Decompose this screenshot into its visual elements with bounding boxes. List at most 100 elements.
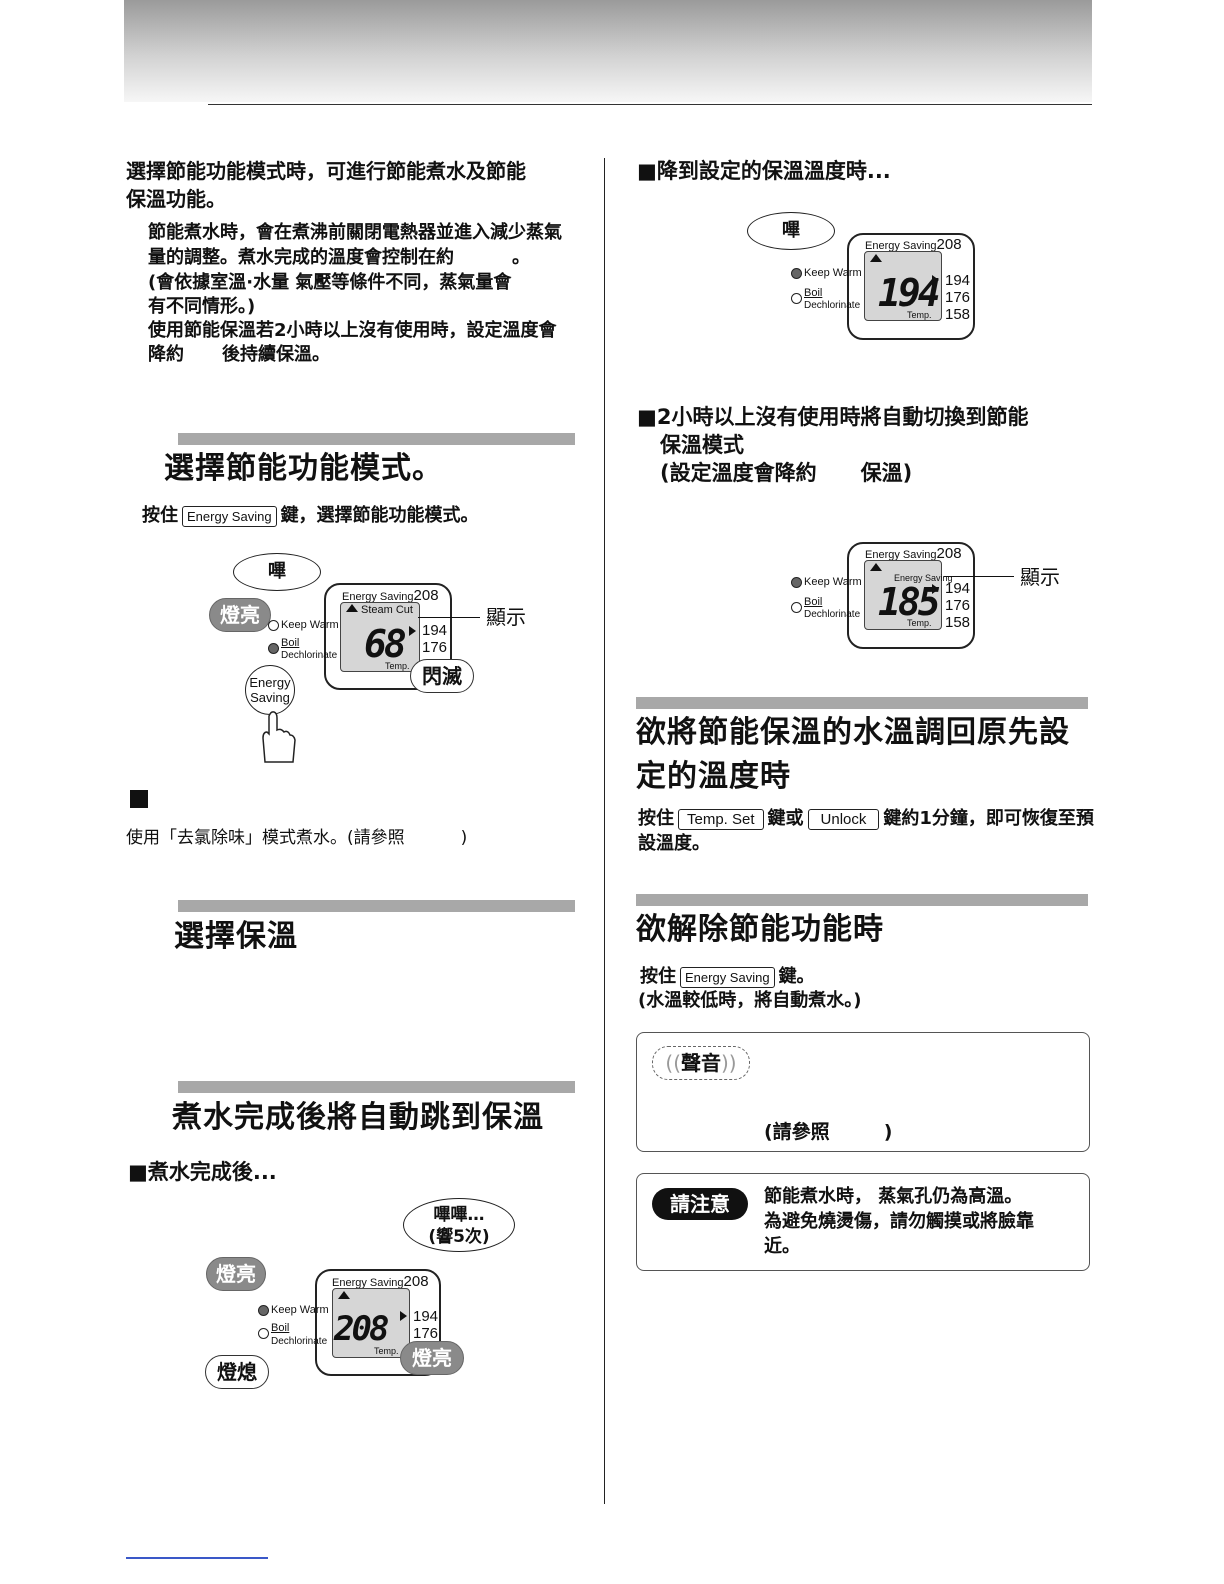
unlock-key: Unlock	[807, 808, 880, 830]
column-divider	[604, 158, 605, 1504]
temp-194: 194	[413, 1308, 439, 1325]
section-bar	[636, 894, 1088, 906]
intro-p5: 使用節能保溫若2小時以上沒有使用時，設定溫度會	[148, 320, 557, 341]
pointer-icon	[932, 275, 939, 285]
lcd-digits: 68	[364, 622, 407, 666]
section-bar	[178, 433, 575, 445]
temp-158: 158	[945, 614, 971, 631]
section-title: 選擇節能功能模式。	[164, 451, 443, 486]
boil-label: Boil	[804, 596, 823, 608]
temp-158: 158	[945, 306, 971, 323]
dechlorinate-label: Dechlorinate	[271, 1336, 328, 1347]
right-subheading-2b: 保溫模式	[660, 433, 744, 457]
temp-176: 176	[422, 639, 448, 656]
dechlorinate-label: Dechlorinate	[281, 650, 338, 661]
sound-box	[636, 1032, 1090, 1152]
pointer-icon	[409, 626, 416, 636]
beep-bubble: 嗶嗶…(響5次)	[403, 1198, 515, 1252]
caution-line1: 節能煮水時， 蒸氣孔仍為高溫。	[764, 1186, 1023, 1207]
keep-warm-label: Keep Warm	[804, 267, 862, 279]
temp-label: Temp.	[374, 1346, 399, 1356]
lcd-screen	[332, 1288, 410, 1358]
temp-label: Temp.	[385, 661, 410, 671]
dechlorinate-note: 使用「去氯除味」模式煮水。(請參照)	[126, 828, 468, 848]
dechlorinate-label: Dechlorinate	[804, 300, 861, 311]
intro-p1: 節能煮水時，會在煮沸前關閉電熱器並進入減少蒸氣	[148, 222, 562, 243]
temp-label: Temp.	[907, 618, 932, 628]
boil-indicator	[268, 643, 279, 654]
lit-label: 燈亮	[209, 598, 271, 632]
lcd-digits: 208	[334, 1309, 389, 1349]
section-title: 欲將節能保溫的水溫調回原先設	[636, 715, 1070, 750]
keep-warm-label: Keep Warm	[804, 576, 862, 588]
intro-p6: 降約後持續保溫。	[148, 344, 330, 365]
temp-176: 176	[945, 289, 971, 306]
keep-warm-indicator	[258, 1305, 269, 1316]
temp-label: Temp.	[907, 310, 932, 320]
boil-indicator	[791, 602, 802, 613]
section-title: 選擇保溫	[174, 919, 298, 954]
temp-176: 176	[945, 597, 971, 614]
temp-176: 176	[413, 1325, 439, 1342]
energy-saving-label: Energy Saving208	[332, 1273, 429, 1290]
intro-line1: 選擇節能功能模式時，可進行節能煮水及節能	[126, 159, 526, 183]
caution-label: 請注意	[652, 1188, 748, 1220]
right-subheading-2c: (設定溫度會降約保溫)	[660, 461, 913, 485]
temp-194: 194	[945, 580, 971, 597]
intro-line2: 保溫功能。	[126, 187, 226, 211]
boil-label: Boil	[271, 1322, 290, 1334]
beep-bubble: 嗶	[233, 553, 321, 591]
temp-194: 194	[422, 622, 448, 639]
energy-saving-indicator: Energy Saving	[894, 573, 953, 583]
header-band	[124, 0, 1092, 102]
section-title: 煮水完成後將自動跳到保溫	[172, 1100, 544, 1135]
intro-p3: (會依據室溫·水量 氣壓等條件不同，蒸氣量會	[148, 272, 512, 293]
square-bullet	[130, 790, 148, 808]
leader-line	[418, 617, 480, 618]
up-arrow-icon	[870, 563, 882, 571]
caution-line2: 為避免燒燙傷，請勿觸摸或將臉靠	[764, 1211, 1034, 1232]
lit-label-2: 燈亮	[400, 1341, 464, 1375]
sound-ref: (請參照)	[764, 1121, 893, 1143]
lcd-screen	[340, 602, 420, 672]
right-subheading-2: ■2小時以上沒有使用時將自動切換到節能	[637, 405, 1029, 429]
energy-saving-label: Energy Saving208	[342, 587, 439, 604]
intro-p4: 有不同情形。)	[148, 296, 256, 317]
lcd-screen	[864, 251, 942, 321]
energy-saving-label: Energy Saving208	[865, 236, 962, 253]
temp-set-key: Temp. Set	[678, 808, 764, 830]
section-bar	[636, 697, 1088, 709]
sound-label: ((聲音))	[652, 1046, 750, 1080]
intro-p2: 量的調整。煮水完成的溫度會控制在約。	[148, 247, 530, 268]
lcd-screen	[864, 560, 942, 630]
keep-warm-indicator	[268, 620, 279, 631]
section-title: 欲解除節能功能時	[636, 912, 884, 947]
energy-saving-key: Energy Saving	[182, 505, 277, 527]
section-bar	[178, 1081, 575, 1093]
leader-line	[944, 576, 1014, 577]
lit-label: 燈亮	[206, 1257, 266, 1291]
hand-icon	[262, 711, 296, 763]
lcd-digits: 194	[878, 271, 941, 315]
off-label: 燈熄	[205, 1355, 269, 1389]
keep-warm-indicator	[791, 577, 802, 588]
steam-cut-label: Steam Cut	[361, 604, 413, 616]
keep-warm-label: Keep Warm	[271, 1304, 329, 1316]
restore-instruction-2: 設溫度。	[638, 833, 710, 854]
pointer-icon	[932, 584, 939, 594]
keep-warm-indicator	[791, 268, 802, 279]
boil-indicator	[258, 1328, 269, 1339]
temp-194: 194	[945, 272, 971, 289]
energy-saving-label: Energy Saving208	[865, 545, 962, 562]
footer-rule	[126, 1557, 268, 1559]
display-label: 顯示	[486, 605, 526, 629]
up-arrow-icon	[870, 254, 882, 262]
pointer-icon	[400, 1311, 407, 1321]
caution-line3: 近。	[764, 1236, 800, 1257]
header-rule	[208, 104, 1092, 105]
dechlorinate-label: Dechlorinate	[804, 609, 861, 620]
boil-label: Boil	[281, 637, 300, 649]
section-title-2: 定的溫度時	[636, 759, 791, 794]
